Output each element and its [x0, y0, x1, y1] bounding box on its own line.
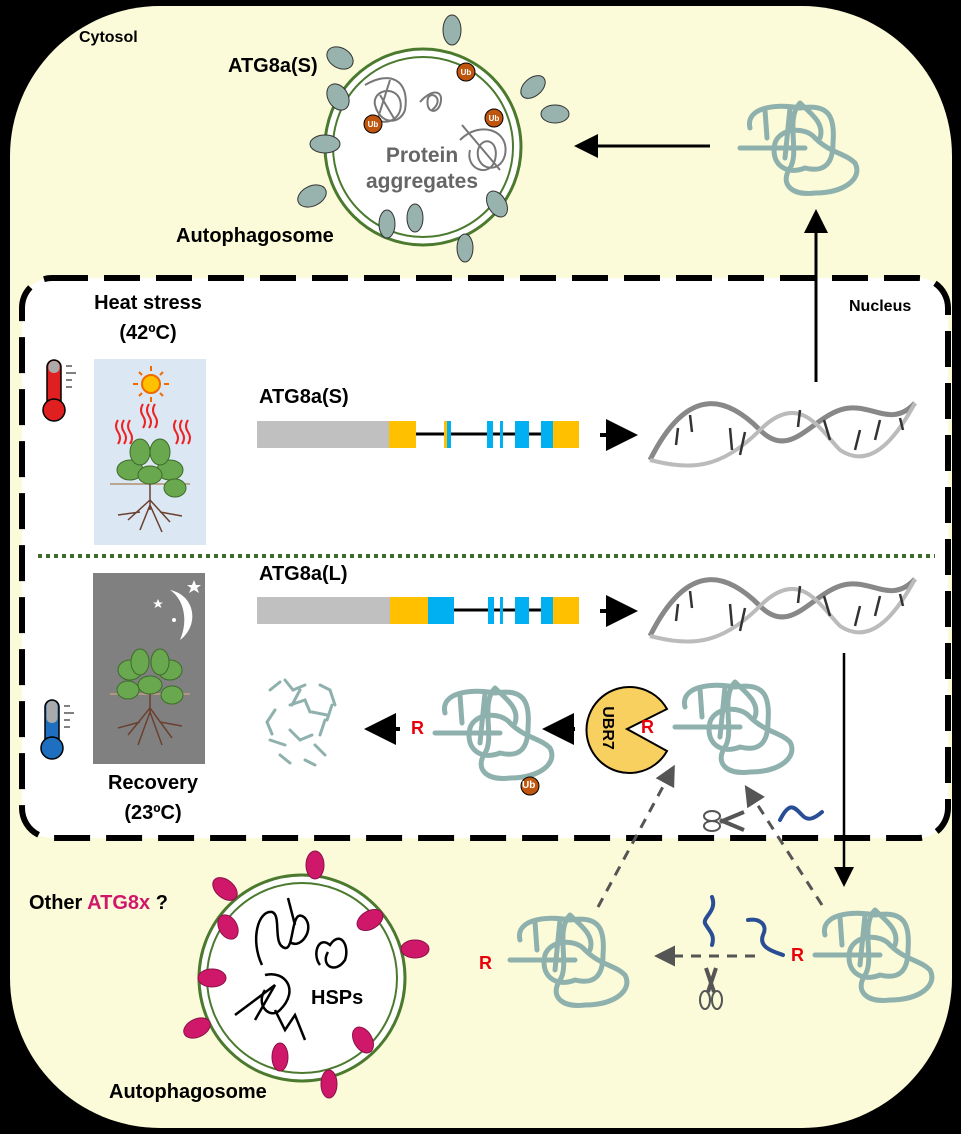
- plant-icon: [110, 438, 190, 533]
- gene-model-atg8al: [257, 597, 579, 624]
- mrna-s-icon: [647, 401, 917, 468]
- cleaved-peptide-icon: [702, 805, 824, 957]
- atg8as-gene-label: ATG8a(S): [259, 386, 349, 408]
- top-autophagosome: [297, 14, 570, 263]
- hsps-label: HSPs: [311, 987, 364, 1009]
- recovery-line2: (23ºC): [124, 802, 182, 824]
- question-prefix: Other: [29, 892, 83, 914]
- star-icon: [153, 580, 201, 622]
- degraded-fragments-icon: [265, 678, 337, 767]
- protein-aggregates-line1: Protein: [385, 144, 459, 167]
- recovery-title: Recovery (23ºC): [78, 768, 228, 828]
- scissors-icon: [699, 967, 723, 1010]
- dashed-arrow-left-to-ubr7: [596, 764, 675, 908]
- protein-aggregates-line2: aggregates: [365, 170, 479, 193]
- top-autophagosome-label: Autophagosome: [176, 225, 334, 247]
- atg8x-markers: [183, 850, 430, 1099]
- scissors-icon: [703, 810, 745, 832]
- r-residue-ubr7: R: [641, 717, 654, 737]
- mrna-l-icon: [647, 577, 917, 644]
- gene-model-atg8as: [257, 421, 579, 448]
- recovery-line1: Recovery: [107, 772, 199, 794]
- heat-waves-icon: [115, 403, 191, 445]
- protein-aggregates-scribble: [364, 77, 507, 171]
- question-suffix: ?: [155, 892, 168, 914]
- ub-tag-label: Ub: [489, 114, 500, 123]
- bottom-autophagosome: [183, 850, 430, 1099]
- other-atg8x-question: Other ATG8x ?: [29, 892, 168, 915]
- atg8as-marker-label: ATG8a(S): [228, 55, 318, 77]
- hsp-aggregates-scribble: [234, 897, 348, 1041]
- cytosol-label: Cytosol: [79, 29, 138, 46]
- dashed-arrow-right-to-substrate: [744, 784, 824, 906]
- atg8s-markers: [297, 14, 570, 263]
- nucleus-label: Nucleus: [849, 298, 912, 315]
- ub-tag-label: Ub: [461, 68, 472, 77]
- ub-tag-label: Ub: [522, 780, 536, 791]
- sun-icon: [133, 366, 169, 402]
- bottom-autophagosome-label: Autophagosome: [109, 1081, 267, 1103]
- moon-icon: [170, 590, 193, 640]
- heat-stress-line2: (42ºC): [119, 322, 177, 344]
- heat-stress-title: Heat stress (42ºC): [68, 288, 228, 348]
- r-residue-full: R: [791, 945, 804, 965]
- heat-stress-line1: Heat stress: [94, 292, 202, 314]
- atg8al-gene-label: ATG8a(L): [259, 563, 348, 585]
- ubr7-label: UBR7: [598, 706, 616, 750]
- recovery-scene-box: [93, 573, 205, 764]
- nucleus-region: [19, 275, 951, 841]
- ubr7-enzyme: [585, 686, 669, 774]
- atg8x-highlight: ATG8x: [87, 892, 151, 914]
- ub-tag-label: Ub: [368, 120, 379, 129]
- r-residue-degradation: R: [411, 718, 424, 738]
- thermometer-cold-icon: [40, 699, 74, 760]
- protein-aggregates-label: Protein aggregates: [352, 143, 492, 195]
- thermometer-hot-icon: [42, 359, 76, 422]
- plant-icon: [110, 648, 190, 746]
- r-residue-cleaved: R: [479, 953, 492, 973]
